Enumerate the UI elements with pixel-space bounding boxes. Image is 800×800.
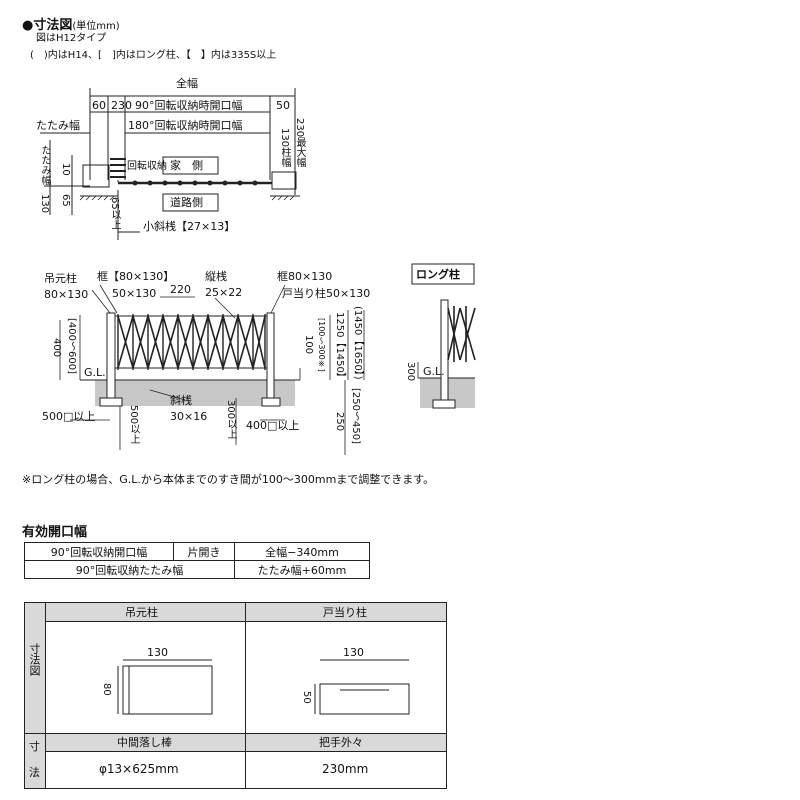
dim-400-label: 400 — [51, 338, 62, 358]
max-230-label: 230最大幅 — [294, 118, 305, 168]
side-label-bottom-2: 法 — [29, 766, 40, 779]
dim-10-label: 10 — [60, 163, 71, 176]
effective-table: 90°回転収納開口幅 片開き 全幅−340mm 90°回転収納たたみ幅 たたみ幅… — [24, 542, 370, 579]
table-row: 90°回転収納開口幅 片開き 全幅−340mm — [24, 542, 370, 561]
min-65-label: 65以上 — [109, 197, 120, 230]
height-1250: 1250【1450】 — [334, 312, 345, 383]
diag-bar-size: 30×16 — [170, 410, 208, 423]
dim-65-label: 65 — [60, 194, 71, 207]
row2-col1-header: 中間落し棒 — [117, 736, 172, 749]
hang-post-size: 80×130 — [44, 288, 89, 301]
row2-col2-header: 把手外々 — [319, 736, 363, 749]
effective-title: 有効開口幅 — [22, 525, 88, 540]
overall-width-label: 全幅 — [176, 77, 198, 90]
open180-label: 180°回転収納時開口幅 — [128, 119, 243, 132]
dim-250-label: 250 — [334, 412, 345, 432]
left-gap-label: 60 — [92, 99, 106, 112]
title-text: ●寸法図 — [22, 18, 73, 33]
diag-bar-label: 斜桟 — [170, 394, 192, 407]
dim-130-label: 130 — [39, 194, 50, 214]
rotate-store-label: 回転収納 — [127, 161, 167, 172]
row1-value: 全幅−340mm — [234, 542, 370, 561]
vertical-bar-size: 25×22 — [205, 286, 243, 299]
post2-width: 130 — [343, 646, 364, 659]
row1-label: 90°回転収納開口幅 — [24, 542, 174, 561]
handle-value: 230mm — [322, 762, 369, 776]
table-row: 90°回転収納たたみ幅 たたみ幅+60mm — [24, 560, 370, 579]
page-title: ●寸法図(単位mm) — [22, 14, 120, 33]
note-type: 図はH12タイプ — [36, 33, 107, 44]
frame-label: 框【80×130】 — [97, 270, 175, 283]
row2-label: 90°回転収納たたみ幅 — [24, 560, 235, 579]
long-post-title: ロング柱 — [416, 268, 460, 281]
unit-text: (単位mm) — [72, 21, 120, 32]
hang-post-label: 吊元柱 — [44, 272, 77, 285]
row1-sub: 片開き — [173, 542, 235, 561]
drop-rod-value: φ13×625mm — [99, 762, 179, 776]
stop-post-label: 戸当り柱50×130 — [282, 287, 371, 300]
base-500-label: 500□以上 — [42, 410, 96, 423]
height-1450: (1450【1650】) — [352, 306, 363, 380]
col1-header: 吊元柱 — [125, 606, 158, 619]
post-sections — [117, 659, 410, 715]
col2-header: 戸当り柱 — [323, 606, 367, 619]
frame-size: 50×130 — [112, 287, 157, 300]
post-130-label: 130柱幅 — [279, 128, 290, 168]
right-frame-label: 框80×130 — [277, 270, 333, 283]
vertical-bar-label: 縦桟 — [205, 270, 227, 283]
fold-width-label: たたみ幅 — [36, 119, 80, 132]
dim-100-range: [100〜300※] — [317, 318, 326, 372]
dim-250-range: [250〜450] — [350, 388, 361, 444]
post2-height: 50 — [301, 691, 312, 704]
side-label-bottom-1: 寸 — [29, 740, 40, 753]
row2-value: たたみ幅+60mm — [234, 560, 370, 579]
side-label-top: 寸法図 — [28, 643, 41, 676]
dim-220-label: 220 — [170, 283, 191, 296]
open90-label: 90°回転収納時開口幅 — [135, 99, 243, 112]
gl-label: G.L. — [84, 366, 106, 379]
base-400-label: 400□以上 — [246, 419, 300, 432]
dims-table: 寸法図 寸 法 吊元柱 戸当り柱 130 80 130 50 中間落し棒 把手外… — [24, 602, 447, 789]
small-brace-label: 小斜桟【27×13】 — [143, 220, 236, 233]
long-post-gl: G.L. — [423, 365, 445, 378]
side-column — [25, 603, 45, 788]
dim-230-label: 230 — [111, 99, 132, 112]
note-legend: ( )内はH14、[ ]内はロング柱、【 】内は335S以上 — [30, 50, 277, 61]
post1-width: 130 — [147, 646, 168, 659]
long-post-300: 300 — [405, 362, 416, 382]
road-side-label: 道路側 — [170, 196, 203, 209]
dim-100-label: 100 — [303, 335, 314, 355]
right-gap-label: 50 — [276, 99, 290, 112]
post1-height: 80 — [101, 683, 112, 696]
footnote: ※ロング柱の場合、G.L.から本体までのすき間が100〜300mmまで調整できま… — [22, 473, 435, 486]
dim-400-range: [400〜600] — [66, 318, 77, 374]
depth-500-label: 500以上 — [128, 405, 139, 445]
fold-width-vertical: たたみ幅 — [39, 145, 50, 185]
depth-300-label: 300以上 — [225, 400, 236, 440]
house-side-label: 家 側 — [170, 159, 203, 172]
